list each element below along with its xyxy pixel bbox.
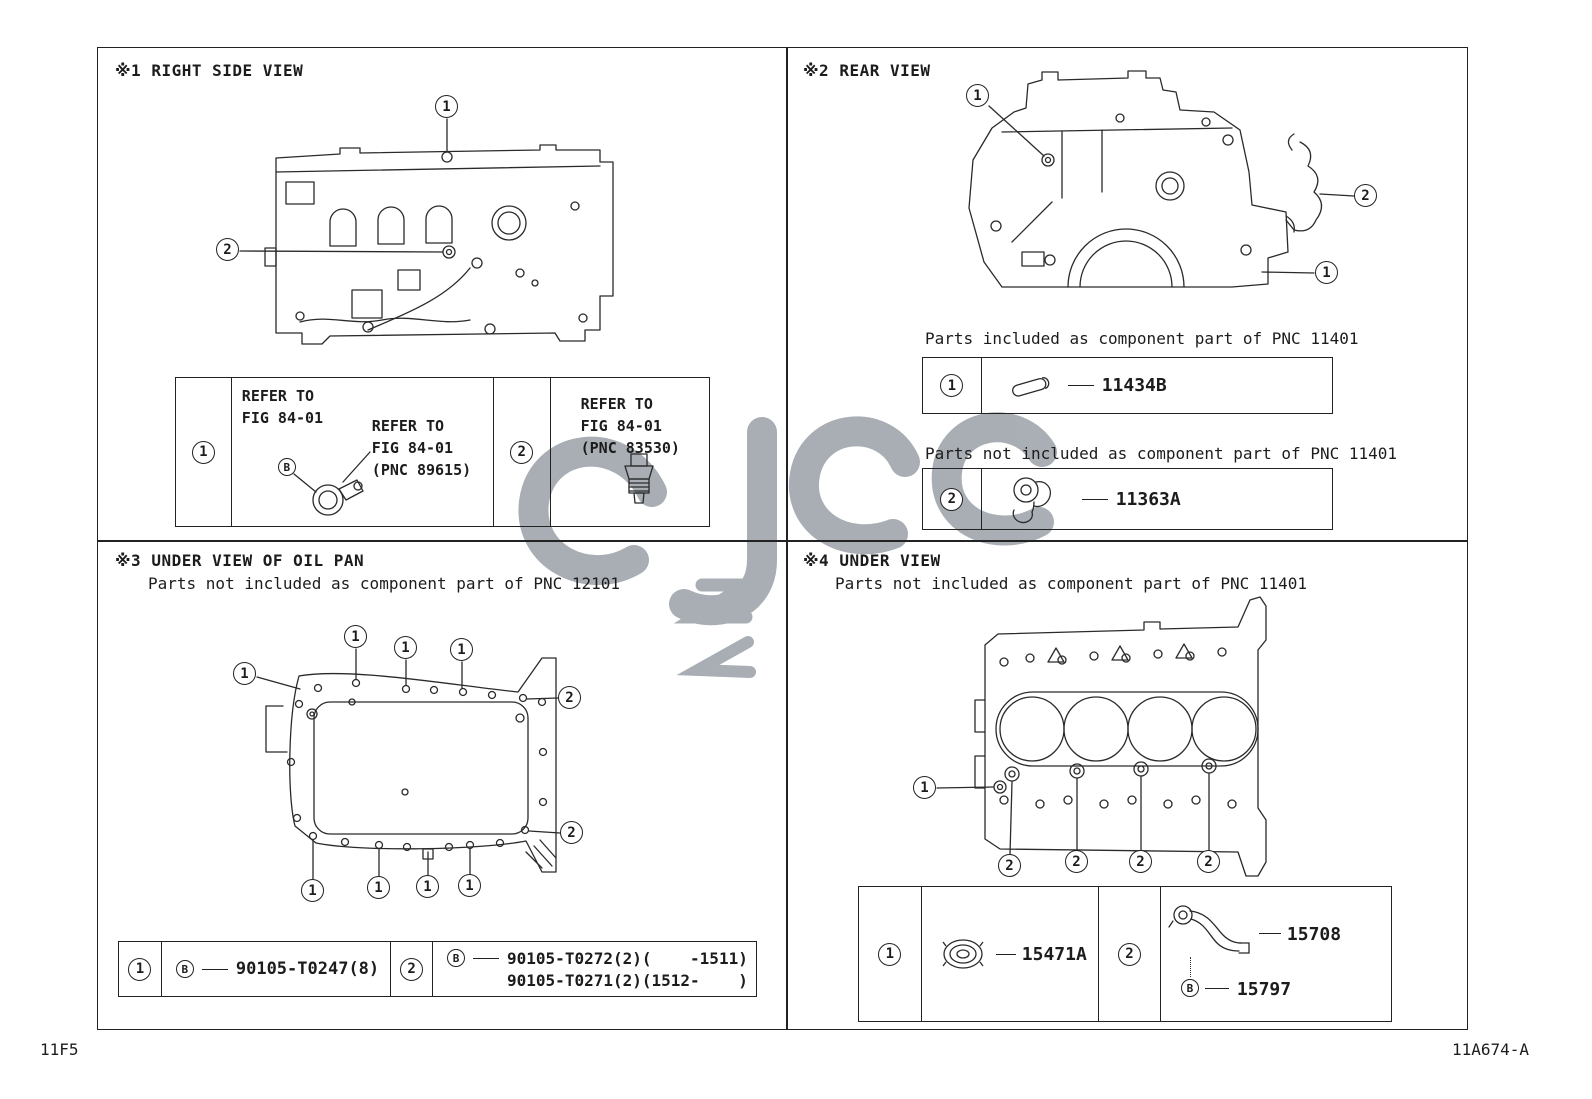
part-number-90105-T0272: 90105-T0272(2) bbox=[507, 948, 642, 968]
p3-subtitle: Parts not included as component part of … bbox=[148, 574, 621, 593]
part-number-15471A: 15471A bbox=[1021, 943, 1087, 965]
figure-number: 11A674-A bbox=[1452, 1040, 1530, 1059]
engine-rear-view-drawing bbox=[968, 70, 1355, 288]
p2-not-included-label: Parts not included as component part of … bbox=[925, 444, 1398, 463]
refer-pnc83530-text: REFER TO FIG 84-01 (PNC 83530) bbox=[580, 395, 680, 457]
vertical-divider bbox=[786, 47, 788, 1030]
p2-sensor-cell: 11363A bbox=[980, 469, 1332, 529]
watermark-logo bbox=[518, 412, 1057, 678]
callout-2: 2 bbox=[510, 440, 534, 464]
part-number-15797: 15797 bbox=[1236, 979, 1292, 1000]
outer-border bbox=[97, 47, 1468, 1030]
leader-dash bbox=[1067, 385, 1094, 386]
leader-dash bbox=[995, 953, 1016, 955]
p2-dowel-cell: 11434B bbox=[980, 358, 1332, 413]
p4-parts-table: 1 15471A 2 15708 bbox=[858, 886, 1392, 1022]
callout-1: 1 bbox=[191, 440, 215, 464]
p2-included-table: 1 11434B bbox=[922, 357, 1333, 414]
horizontal-divider bbox=[97, 540, 1468, 542]
p1-title: ※1 RIGHT SIDE VIEW bbox=[115, 61, 304, 80]
p2-callout1-cell: 1 bbox=[923, 358, 981, 413]
p2-callout2-cell: 2 bbox=[923, 469, 981, 529]
p3-callout2-cell: 2 bbox=[390, 942, 432, 996]
p3-part2-row1: B 90105-T0272(2) ( -1511) bbox=[447, 949, 748, 968]
leader-dash bbox=[1204, 988, 1229, 989]
callout-1: 1 bbox=[878, 942, 902, 966]
callout-1: 1 bbox=[128, 957, 152, 981]
oil-pressure-switch-drawing bbox=[623, 453, 654, 504]
callout-2: 2 bbox=[400, 957, 424, 981]
callout-b: B bbox=[447, 949, 466, 967]
p1-clamp-cell: REFER TO FIG 84-01 B REFER TO FIG 84-01 … bbox=[230, 378, 493, 526]
dowel-pin-drawing bbox=[1011, 376, 1050, 397]
p4-seal-cell: 15471A bbox=[920, 887, 1098, 1021]
p4-title: ※4 UNDER VIEW bbox=[803, 551, 941, 570]
part-number-11363A: 11363A bbox=[1115, 488, 1181, 510]
p1-switch-cell: REFER TO FIG 84-01 (PNC 83530) bbox=[549, 378, 709, 526]
oil-hole-seal-drawing bbox=[942, 939, 984, 969]
leader-dash bbox=[1258, 933, 1281, 934]
leader-dash bbox=[1081, 498, 1108, 500]
refer-pnc89615-text: REFER TO FIG 84-01 (PNC 89615) bbox=[371, 417, 472, 479]
p4-subtitle: Parts not included as component part of … bbox=[835, 574, 1308, 593]
p4-callout2-cell: 2 bbox=[1098, 887, 1160, 1021]
page-code: 11F5 bbox=[40, 1040, 79, 1059]
p2-not-included-table: 2 11363A bbox=[922, 468, 1333, 530]
p4-callout1-cell: 1 bbox=[859, 887, 921, 1021]
part-number-90105-T0271: 90105-T0271(2) bbox=[507, 970, 642, 990]
callout-2: 2 bbox=[1118, 942, 1142, 966]
engine-right-side-view-drawing bbox=[239, 118, 614, 345]
leader-dash bbox=[201, 968, 228, 970]
p3-part2-cell: B 90105-T0272(2) ( -1511) 90105-T0271(2)… bbox=[432, 942, 756, 996]
p3-title: ※3 UNDER VIEW OF OIL PAN bbox=[115, 551, 365, 570]
callout-2: 2 bbox=[940, 487, 964, 511]
refer-fig-8401-text: REFER TO FIG 84-01 bbox=[241, 387, 324, 427]
knock-sensor-drawing bbox=[1012, 477, 1051, 524]
callout-b: B bbox=[277, 458, 296, 476]
p1-callout1-cell: 1 bbox=[176, 378, 231, 526]
p3-callout1-cell: 1 bbox=[119, 942, 161, 996]
dotted-leader bbox=[1189, 957, 1191, 977]
oil-pan-under-view-drawing bbox=[256, 648, 561, 880]
callout-b: B bbox=[1180, 979, 1199, 997]
p3-part1-cell: B 90105-T0247(8) bbox=[160, 942, 390, 996]
p2-title: ※2 REAR VIEW bbox=[803, 61, 931, 80]
date-range-to-1511: ( -1511) bbox=[641, 948, 748, 968]
p2-included-label: Parts included as component part of PNC … bbox=[925, 329, 1359, 348]
oil-nozzle-drawing bbox=[1168, 905, 1250, 954]
p1-callout2-cell: 2 bbox=[492, 378, 550, 526]
callout-1: 1 bbox=[940, 374, 964, 397]
leader-dash bbox=[473, 957, 500, 959]
engine-block-under-view-drawing bbox=[936, 596, 1267, 877]
part-number-11434B: 11434B bbox=[1101, 375, 1167, 396]
part-number-15708: 15708 bbox=[1286, 924, 1342, 945]
p3-bolt-table: 1 B 90105-T0247(8) 2 B 90105-T0272(2) ( … bbox=[118, 941, 757, 997]
date-range-1512-on: (1512- ) bbox=[641, 970, 748, 990]
hose-clamp-drawing bbox=[293, 451, 371, 516]
part-number-90105-T0247: 90105-T0247(8) bbox=[235, 959, 380, 979]
p1-legend-table: 1 REFER TO FIG 84-01 B REFER TO FIG 84-0… bbox=[175, 377, 710, 527]
p4-nozzle-cell: 15708 B 15797 bbox=[1159, 887, 1391, 1021]
p3-part2-row2: 90105-T0271(2) (1512- ) bbox=[447, 971, 748, 990]
callout-b: B bbox=[175, 960, 194, 978]
